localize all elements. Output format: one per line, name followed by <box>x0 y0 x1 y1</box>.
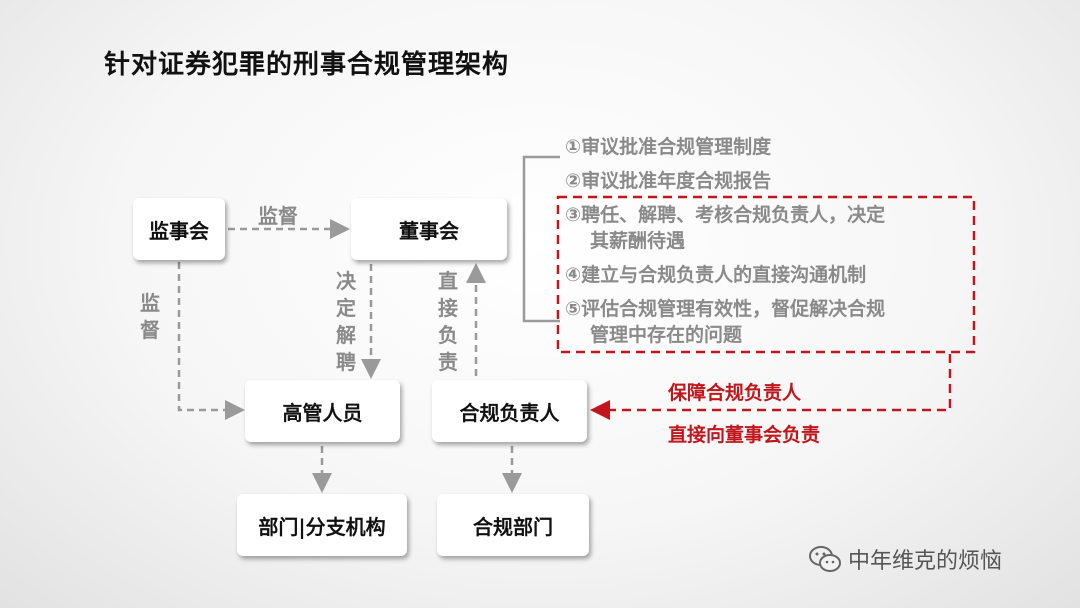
watermark-text: 中年维克的烦恼 <box>848 549 1003 574</box>
directly-responsible-label: 直接负责 <box>438 269 458 374</box>
wechat-icon <box>809 546 841 572</box>
duty-item-2: ②审议批准年度合规报告 <box>565 170 772 192</box>
duty-item-4: ④建立与合规负责人的直接沟通机制 <box>565 264 867 286</box>
supervise-label-vertical: 监督 <box>140 291 160 342</box>
duty-item-5-cont: 管理中存在的问题 <box>590 324 743 346</box>
decide-dismiss-label: 决定解聘 <box>336 269 356 374</box>
red-note-2: 直接向董事会负责 <box>668 424 821 446</box>
red-arrow-to-hegui <box>590 354 952 420</box>
compliance-officer-box: 合规负责人 <box>432 380 587 442</box>
supervisory-board-box: 监事会 <box>133 198 225 260</box>
duty-item-1: ①审议批准合规管理制度 <box>565 136 772 158</box>
supervise-label-horizontal: 监督 <box>258 204 298 228</box>
departments-branches-box: 部门|分支机构 <box>237 494 407 556</box>
arrow-jianshi-to-gaoguan <box>177 262 245 420</box>
senior-management-box: 高管人员 <box>245 380 400 442</box>
duties-bracket <box>522 155 560 323</box>
red-note-1: 保障合规负责人 <box>668 382 802 404</box>
duty-item-3: ③聘任、解聘、考核合规负责人，决定 <box>565 204 886 226</box>
compliance-department-box: 合规部门 <box>437 494 589 556</box>
board-of-directors-box: 董事会 <box>351 198 507 260</box>
duty-item-5: ⑤评估合规管理有效性，督促解决合规 <box>565 298 886 320</box>
duty-item-3-cont: 其薪酬待遇 <box>590 230 686 252</box>
page-title: 针对证券犯罪的刑事合规管理架构 <box>104 50 510 80</box>
watermark: 中年维克的烦恼 <box>808 543 1002 575</box>
